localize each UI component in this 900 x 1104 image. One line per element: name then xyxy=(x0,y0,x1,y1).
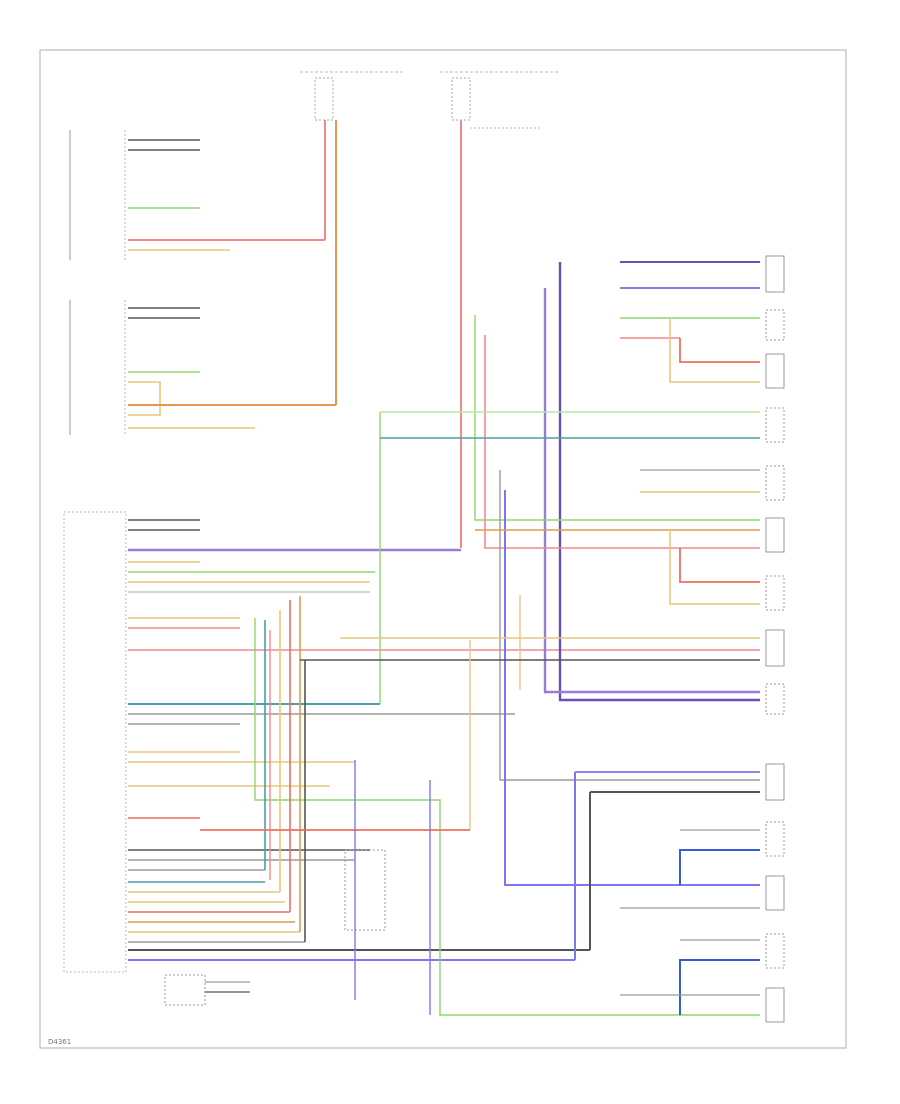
connectors-right xyxy=(765,255,785,1023)
diagram-frame xyxy=(39,49,847,1049)
fuse-box-left xyxy=(300,71,405,405)
module-left-top xyxy=(69,130,325,260)
stubs-right xyxy=(620,261,760,1015)
footer-code: D4361 xyxy=(48,1038,71,1046)
fuse-box-right xyxy=(440,71,560,548)
module-left-middle xyxy=(69,300,336,435)
module-left-main xyxy=(63,511,127,973)
harness-main xyxy=(128,519,760,961)
component-bottom xyxy=(164,849,386,1006)
harness-verticals xyxy=(200,262,760,1016)
